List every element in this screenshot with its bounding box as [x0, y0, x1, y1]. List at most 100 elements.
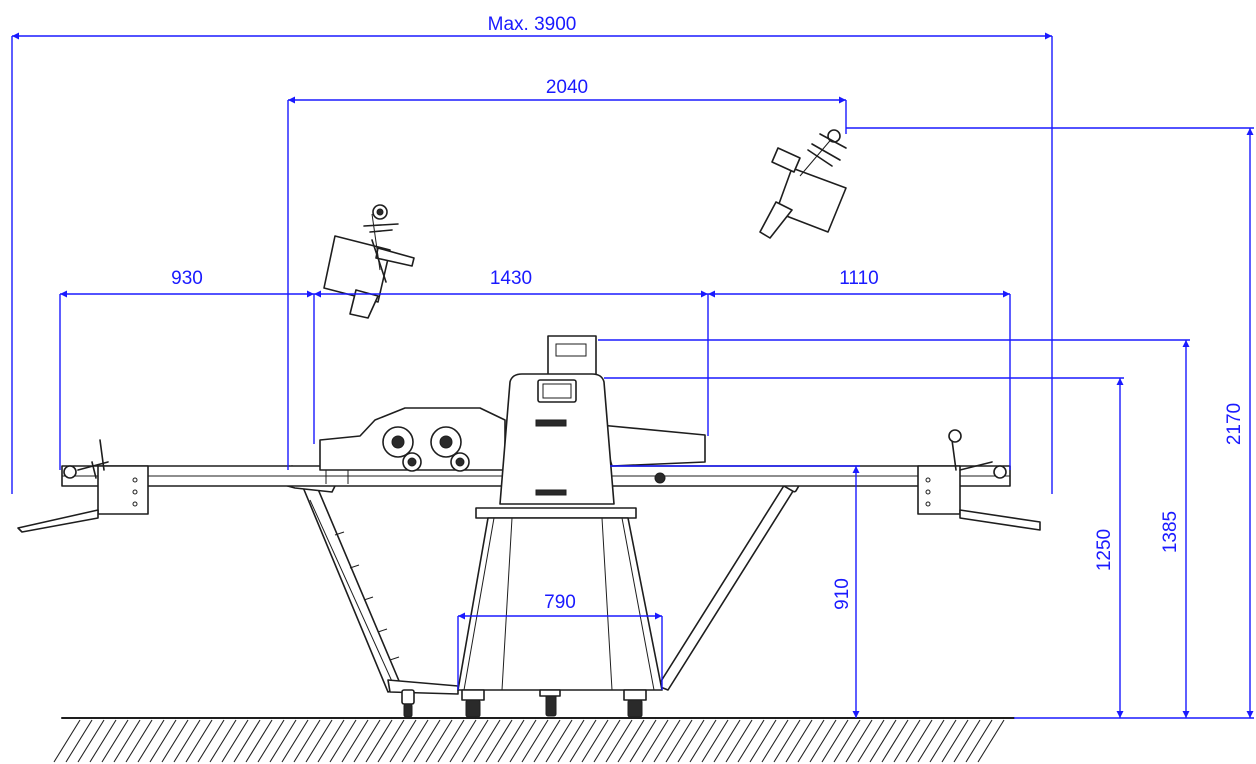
dim-label-left-table: 930: [171, 268, 203, 289]
dim-label-overall-max: Max. 3900: [488, 14, 577, 35]
dim-label-center-rollers: 1430: [490, 268, 532, 289]
floor-hatch-line: [437, 719, 465, 763]
floor-hatch-line: [353, 719, 381, 763]
floor-hatch-line: [149, 719, 177, 763]
floor-hatch-line: [389, 719, 417, 763]
floor-hatch-line: [821, 719, 849, 763]
floor-hatch-line: [89, 719, 117, 763]
floor-hatch-line: [629, 719, 657, 763]
floor-hatch-line: [125, 719, 153, 763]
floor-hatch-line: [641, 719, 669, 763]
floor-hatch-line: [713, 719, 741, 763]
floor-hatch-line: [809, 719, 837, 763]
floor-hatch-line: [197, 719, 225, 763]
floor-hatch-line: [521, 719, 549, 763]
floor-hatch-line: [533, 719, 561, 763]
floor-hatch-line: [317, 719, 345, 763]
floor-hatch-line: [329, 719, 357, 763]
raised-left-table: [323, 204, 415, 319]
floor-hatch-line: [617, 719, 645, 763]
floor-hatch-line: [569, 719, 597, 763]
floor-hatch-line: [137, 719, 165, 763]
floor-hatch-line: [365, 719, 393, 763]
dim-label-raised-table-height: 2170: [1224, 403, 1245, 445]
dim-label-console-height: 1385: [1160, 511, 1181, 553]
floor-hatch-line: [833, 719, 861, 763]
floor-hatch-line: [977, 719, 1005, 763]
floor-hatch-line: [77, 719, 105, 763]
left-support-strut: [257, 465, 459, 718]
floor-hatch-line: [785, 719, 813, 763]
floor-hatch-line: [773, 719, 801, 763]
floor-hatch-line: [881, 719, 909, 763]
dim-base-width: 790: [457, 592, 663, 690]
floor-hatch-line: [257, 719, 285, 763]
floor-hatch-line: [677, 719, 705, 763]
floor-hatch-line: [173, 719, 201, 763]
dim-right-table: 1110: [708, 268, 1011, 470]
floor-hatch-line: [509, 719, 537, 763]
floor-hatch-line: [221, 719, 249, 763]
floor-hatch-line: [929, 719, 957, 763]
floor-hatch-line: [581, 719, 609, 763]
floor: [53, 717, 1015, 763]
dim-label-base-width: 790: [544, 592, 576, 613]
right-conveyor-table: [599, 424, 1041, 531]
dim-console-height: 1385: [598, 339, 1190, 718]
floor-hatch-line: [377, 719, 405, 763]
floor-hatch-line: [869, 719, 897, 763]
floor-hatch-line: [473, 719, 501, 763]
floor-hatch-line: [161, 719, 189, 763]
floor-hatch-line: [941, 719, 969, 763]
floor-hatch-line: [413, 719, 441, 763]
left-conveyor-table: [17, 439, 513, 533]
floor-hatch-line: [497, 719, 525, 763]
floor-hatch-line: [761, 719, 789, 763]
dim-table-height: 910: [610, 465, 860, 718]
floor-hatch-line: [425, 719, 453, 763]
floor-hatch-line: [449, 719, 477, 763]
right-support-strut: [657, 471, 804, 691]
floor-hatch-line: [665, 719, 693, 763]
floor-hatch-line: [917, 719, 945, 763]
floor-hatch-line: [281, 719, 309, 763]
floor-hatch-line: [965, 719, 993, 763]
floor-hatch-line: [209, 719, 237, 763]
roller-housing: [319, 407, 506, 484]
floor-hatch-line: [293, 719, 321, 763]
floor-hatch-line: [893, 719, 921, 763]
floor-hatch-line: [101, 719, 129, 763]
dimension-lines: Max. 3900 2040 930 1430 1110: [11, 14, 1254, 719]
floor-hatch-line: [113, 719, 141, 763]
floor-hatch-line: [605, 719, 633, 763]
dim-label-upper-span: 2040: [546, 77, 588, 98]
floor-hatch-line: [65, 719, 93, 763]
raised-right-table: [759, 129, 847, 239]
dim-center-rollers: 1430: [313, 268, 709, 444]
floor-hatch-line: [53, 719, 81, 763]
floor-hatch-line: [689, 719, 717, 763]
floor-hatch-line: [905, 719, 933, 763]
floor-hatch-line: [233, 719, 261, 763]
dim-label-roller-top-height: 1250: [1094, 529, 1115, 571]
floor-hatch-line: [545, 719, 573, 763]
floor-hatch-line: [953, 719, 981, 763]
floor-hatch-line: [245, 719, 273, 763]
floor-hatch-line: [701, 719, 729, 763]
dim-raised-table-height: 2170: [846, 127, 1254, 718]
floor-hatch-line: [737, 719, 765, 763]
floor-hatch-line: [269, 719, 297, 763]
central-pedestal: [457, 335, 663, 718]
floor-hatch-line: [557, 719, 585, 763]
dough-sheeter-machine: [17, 129, 1041, 718]
dim-overall-max: Max. 3900: [11, 14, 1053, 494]
floor-hatch-line: [845, 719, 873, 763]
floor-hatching: [53, 719, 1005, 763]
floor-hatch-line: [653, 719, 681, 763]
floor-hatch-line: [485, 719, 513, 763]
floor-hatch-line: [461, 719, 489, 763]
dim-left-table: 930: [59, 268, 314, 470]
floor-hatch-line: [725, 719, 753, 763]
floor-hatch-line: [341, 719, 369, 763]
